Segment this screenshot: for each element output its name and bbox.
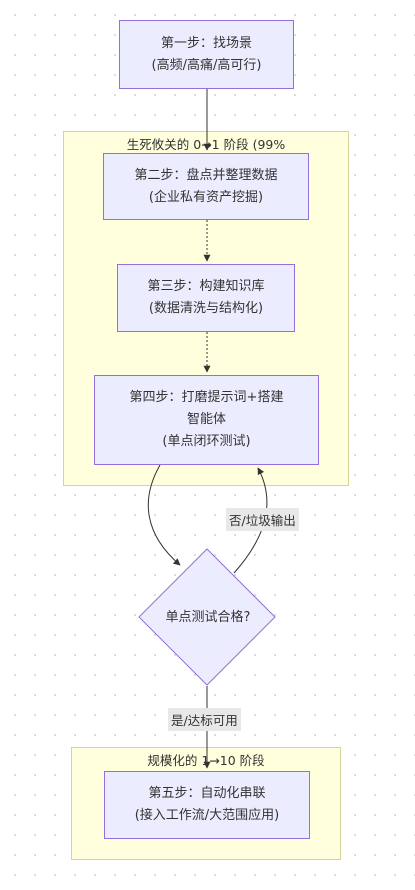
node-step5-title: 第五步：自动化串联 [148, 786, 266, 801]
node-step3-build-knowledge-base: 第三步：构建知识库 (数据清洗与结构化) [117, 264, 295, 332]
node-step1-find-scenario: 第一步：找场景 (高频/高痛/高可行) [119, 20, 294, 89]
node-step3-title: 第三步：构建知识库 [147, 279, 265, 294]
decision-label: 单点测试合格? [165, 609, 251, 625]
node-step4-title-cont: 智能体 [186, 412, 226, 427]
node-step3-subtitle: (数据清洗与结构化) [148, 301, 264, 316]
node-step2-organize-data: 第二步：盘点并整理数据 (企业私有资产挖掘) [103, 153, 309, 220]
edge-step4-decision [147, 464, 181, 566]
node-step5-automation: 第五步：自动化串联 (接入工作流/大范围应用) [104, 771, 310, 839]
edge-label-yes-pass: 是/达标可用 [168, 708, 241, 731]
node-step1-title: 第一步：找场景 [160, 35, 252, 51]
node-step5-subtitle: (接入工作流/大范围应用) [134, 808, 280, 823]
node-step4-title: 第四步：打磨提示词+搭建 [129, 390, 284, 405]
group-phase-1-to-10-label: 规模化的 1→10 阶段 [147, 753, 265, 768]
node-step2-subtitle: (企业私有资产挖掘) [148, 189, 264, 205]
edge-label-no-garbage: 否/垃圾输出 [226, 508, 299, 531]
node-step4-prompt-agent: 第四步：打磨提示词+搭建 智能体 (单点闭环测试) [94, 375, 319, 465]
node-step4-subtitle: (单点闭环测试) [162, 434, 251, 449]
node-step2-title: 第二步：盘点并整理数据 [134, 167, 278, 183]
node-step1-subtitle: (高频/高痛/高可行) [151, 57, 262, 73]
decision-diamond [138, 548, 276, 686]
